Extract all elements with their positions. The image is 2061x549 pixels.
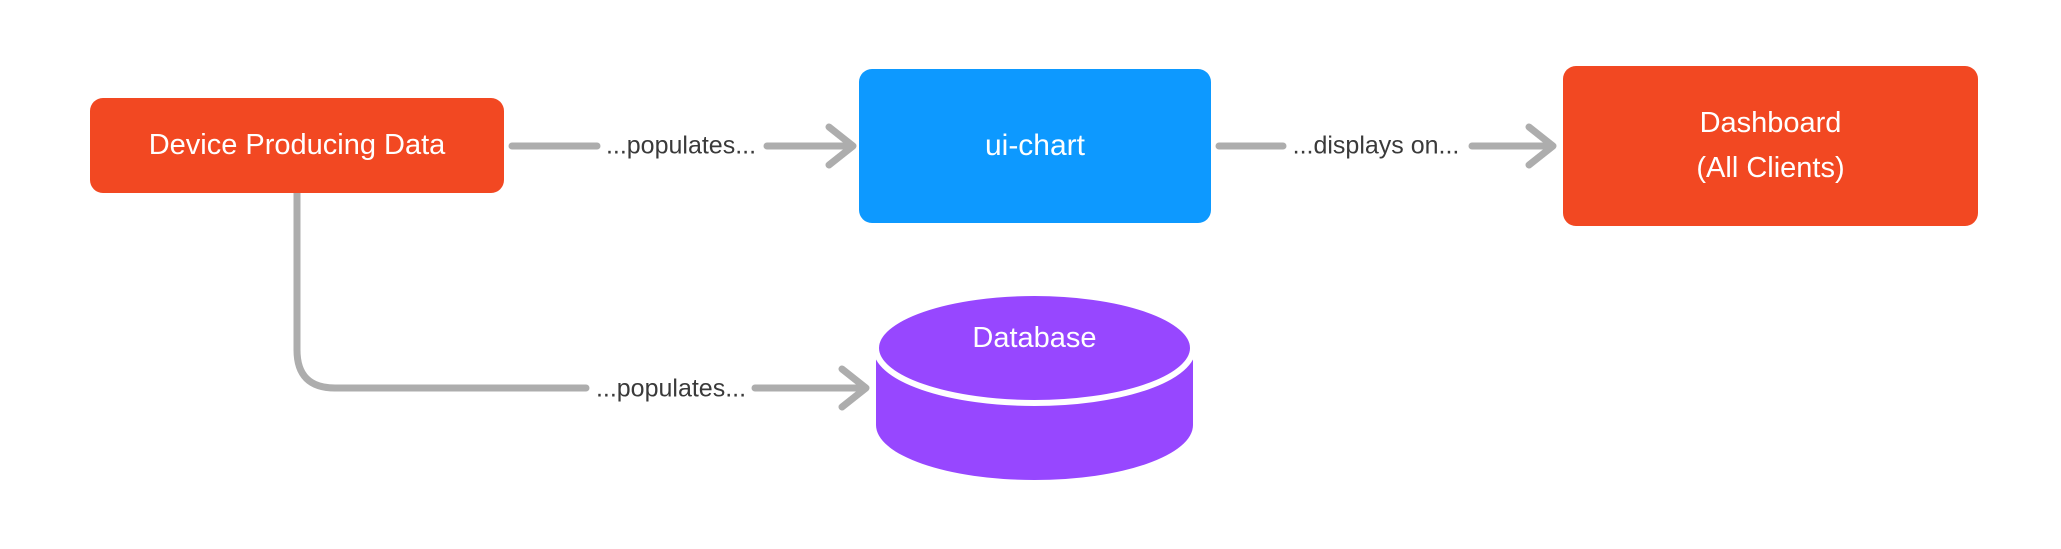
node-database-label-text: Database: [972, 321, 1097, 354]
arrowhead-right-icon: [1525, 123, 1557, 169]
node-dashboard: Dashboard (All Clients): [1563, 66, 1978, 226]
edge-label-populates-top: ...populates...: [603, 131, 759, 161]
edge-label-displays-on: ...displays on...: [1290, 131, 1462, 161]
database-cylinder-body: [876, 348, 1193, 480]
database-cylinder-shape: [873, 290, 1196, 480]
node-dashboard-label-line2: (All Clients): [1696, 152, 1845, 184]
node-dashboard-label-line1: Dashboard: [1699, 107, 1842, 139]
arrowhead-right-icon: [838, 365, 870, 411]
arrowhead-right-icon: [825, 123, 857, 169]
database-cylinder-top: [873, 290, 1196, 406]
edge-device-database-segment: [293, 189, 590, 392]
edge-label-populates-bottom: ...populates...: [593, 374, 749, 404]
node-uichart-label: ui-chart: [984, 129, 1086, 162]
node-database-label: Database: [876, 316, 1193, 360]
connector-group: [293, 123, 1557, 411]
node-ui-chart: ui-chart: [859, 69, 1211, 223]
node-device-producing-data: Device Producing Data: [90, 98, 504, 193]
node-device-label: Device Producing Data: [148, 129, 446, 161]
